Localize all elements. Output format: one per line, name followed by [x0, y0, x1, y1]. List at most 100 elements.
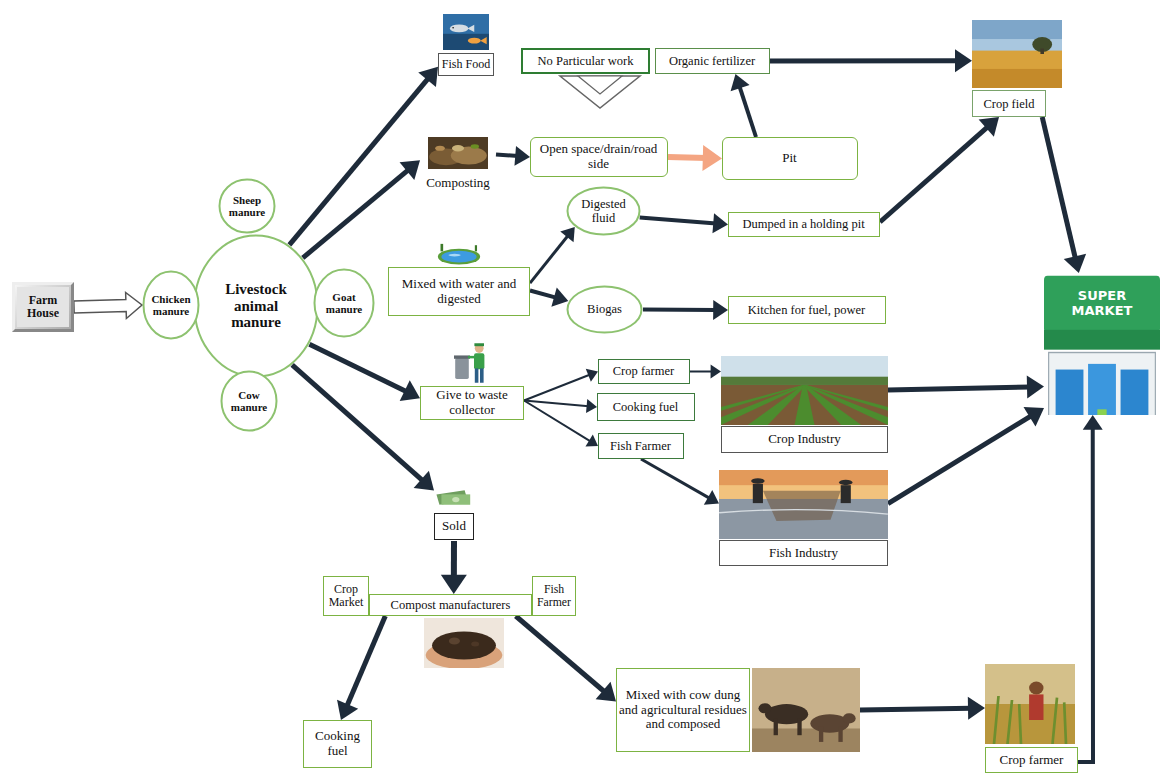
soil-ground	[424, 618, 504, 668]
arrow-line	[1042, 117, 1075, 260]
node-label: Crop Market	[326, 578, 366, 614]
flow-arrow	[690, 365, 721, 379]
arrow-head	[712, 213, 728, 233]
collector-part	[475, 344, 484, 353]
cropind-part	[803, 385, 888, 425]
soil-clod	[471, 642, 479, 647]
arrow-head	[585, 435, 598, 447]
arrow-head	[418, 67, 438, 87]
arrow-head	[586, 369, 598, 382]
flow-arrow	[337, 616, 385, 720]
crop-field-node: Crop field	[972, 20, 1062, 117]
process-box: Open space/drain/road side	[530, 137, 668, 177]
arrow-head	[955, 49, 972, 72]
arrow-head	[441, 575, 467, 594]
node-label: Biogas	[574, 292, 636, 326]
cows-part	[774, 718, 778, 735]
collector-node: Give to waste collector	[420, 342, 524, 420]
flow-arrow	[640, 213, 728, 233]
output-ellipse: Digested fluid	[566, 186, 641, 236]
pond-part	[475, 245, 477, 251]
fish-part	[467, 25, 474, 32]
collector-part	[474, 353, 484, 369]
node-label: Dumped in a holding pit	[731, 214, 876, 234]
node-label: Crop Industry	[721, 426, 888, 453]
arrow-line	[524, 401, 591, 442]
cropind-part	[721, 385, 888, 425]
fish-part	[443, 14, 489, 50]
fishind-part	[763, 491, 841, 521]
farmer-part	[1029, 694, 1043, 720]
arrow-line	[739, 85, 756, 137]
collector-part	[454, 355, 470, 358]
node-label: Goat manure	[319, 279, 369, 328]
cows-picture	[752, 668, 860, 752]
crop-industry-node: Crop Industry	[721, 356, 888, 453]
fishind-part	[719, 470, 888, 485]
cows-part	[843, 713, 856, 723]
soil-picture	[424, 618, 504, 669]
arrow-line	[346, 616, 385, 707]
node-label: Cooking fuel	[306, 722, 369, 766]
pond-part	[441, 244, 444, 251]
flow-arrow	[860, 697, 985, 720]
fish-part	[450, 24, 468, 32]
process-box: Cooking fuel	[597, 393, 695, 421]
flow-arrow	[530, 227, 575, 283]
pond-part	[441, 251, 476, 263]
fishind-part	[753, 484, 763, 503]
sold-node: Sold	[434, 485, 474, 541]
node-label: Crop farmer	[985, 747, 1078, 773]
arrow-head	[514, 146, 530, 166]
flow-arrow	[530, 288, 568, 307]
flow-arrow	[888, 407, 1044, 504]
wheat-part	[972, 51, 1062, 88]
arrow-head	[731, 74, 750, 91]
cropind-part	[721, 385, 806, 425]
manure-circle: Livestock animal manure	[193, 234, 319, 378]
process-box: No Particular work	[521, 48, 650, 74]
arrow-line	[292, 365, 424, 482]
node-label: Mixed with cow dung and agricultural res…	[616, 668, 750, 752]
collector-part	[474, 343, 484, 346]
compost-picture	[428, 137, 488, 169]
compost-part	[428, 137, 488, 169]
flow-arrow	[731, 74, 756, 137]
node-label: Farm House	[17, 287, 69, 327]
process-box: Pit	[722, 137, 858, 180]
arrow-head	[337, 700, 358, 720]
arrow-line	[496, 154, 518, 156]
manure-circle: Goat manure	[313, 268, 375, 338]
flow-arrow	[643, 300, 728, 320]
flow-arrow	[1078, 415, 1103, 762]
fishind-part	[839, 480, 853, 486]
store-part	[1121, 370, 1149, 415]
process-box: Organic fertilizer	[655, 48, 770, 74]
circle-outline	[220, 180, 275, 233]
node-label: SUPER MARKET	[1054, 281, 1150, 327]
arrow-head	[596, 682, 616, 702]
flow-arrow	[289, 67, 438, 245]
flow-arrow	[441, 541, 467, 594]
node-label: Fish Industry	[719, 540, 888, 566]
arrow-line	[641, 459, 710, 499]
fishind-part	[841, 485, 851, 503]
chevron-shape	[560, 76, 640, 108]
pond-part	[438, 249, 480, 265]
node-label: Digested fluid	[574, 194, 634, 229]
circle-outline	[568, 188, 640, 235]
farm-house-box: Farm House	[12, 282, 74, 332]
arrow-head	[979, 117, 999, 137]
process-box: Dumped in a holding pit	[728, 212, 880, 237]
fishind-part	[751, 478, 765, 484]
hollow-arrow	[74, 292, 142, 318]
arrow-head	[400, 380, 420, 401]
arrow-line	[860, 708, 971, 710]
node-label: No Particular work	[525, 51, 646, 71]
arrow-line	[289, 77, 429, 245]
fish-part	[468, 38, 481, 44]
wheat-part	[972, 20, 1062, 39]
circle-outline	[195, 236, 318, 377]
wheat-picture	[972, 20, 1062, 88]
